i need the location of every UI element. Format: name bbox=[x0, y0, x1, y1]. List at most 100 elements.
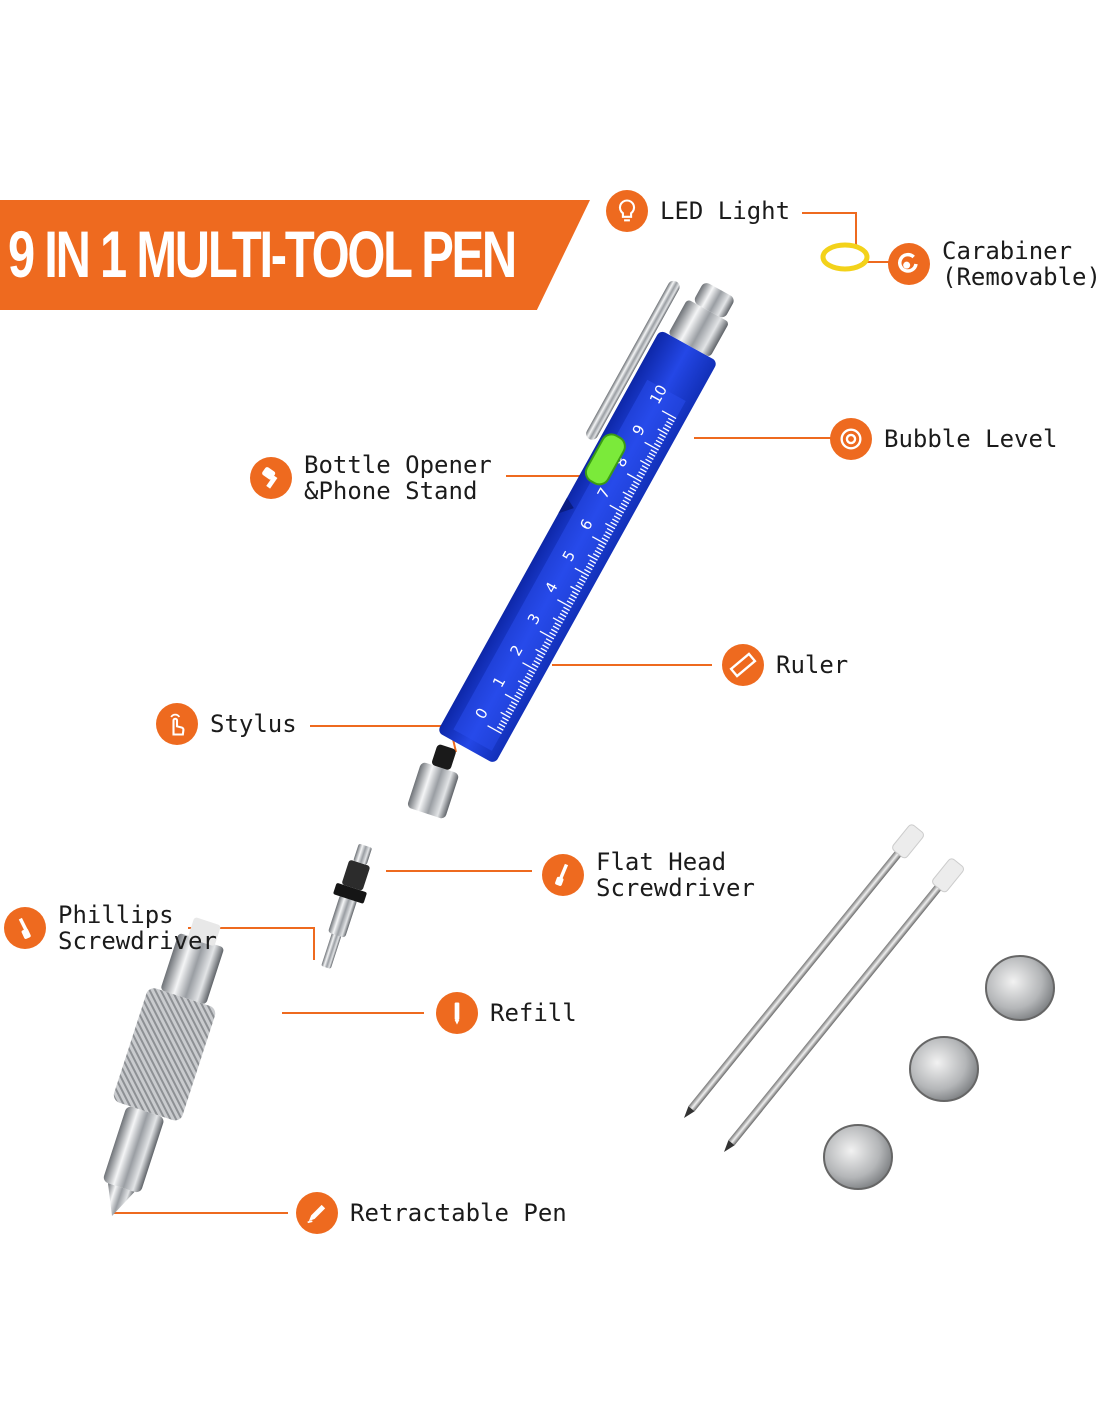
ruler-tick bbox=[504, 693, 520, 703]
refill-icon bbox=[436, 992, 478, 1034]
ruler-tick bbox=[561, 609, 569, 615]
ruler-tick bbox=[575, 584, 583, 590]
ruler-tick bbox=[568, 597, 576, 602]
ruler-tick bbox=[657, 428, 668, 435]
callout-phillips: Phillips Screwdriver bbox=[4, 902, 217, 954]
ruler-tick bbox=[629, 486, 637, 492]
ruler-tick bbox=[574, 567, 590, 577]
carabiner-label-line1: Carabiner bbox=[942, 237, 1073, 265]
ruler-tick bbox=[650, 449, 658, 454]
leader-stylus bbox=[310, 725, 457, 753]
ruler-tick bbox=[502, 716, 509, 722]
callout-retractable-pen: Retractable Pen bbox=[296, 1192, 567, 1234]
ruler-tick bbox=[661, 410, 677, 420]
phillips-label-line1: Phillips bbox=[58, 901, 174, 929]
flat-head-label-line2: Screwdriver bbox=[596, 874, 755, 902]
ruler-tick bbox=[539, 630, 555, 640]
carabiner-ring bbox=[820, 242, 870, 272]
ruler-tick bbox=[496, 726, 504, 731]
ruler-tick bbox=[666, 420, 673, 426]
ruler-tick bbox=[557, 599, 572, 609]
carabiner-label-line2: (Removable) bbox=[942, 263, 1100, 291]
ruler-tick bbox=[591, 536, 607, 546]
ruler-tick bbox=[638, 471, 645, 476]
bottle-opener-icon bbox=[250, 457, 292, 499]
ruler-tick bbox=[641, 464, 649, 470]
ruler-tick bbox=[570, 594, 577, 599]
ruler-tick bbox=[549, 631, 556, 637]
ruler-tick bbox=[509, 704, 516, 709]
ruler-face bbox=[453, 379, 686, 751]
ruler-tick bbox=[577, 581, 584, 586]
ruler-tick bbox=[510, 701, 518, 706]
ruler-tick bbox=[624, 496, 632, 501]
ruler-tick bbox=[612, 518, 619, 524]
ruler-tick bbox=[605, 531, 612, 536]
led-tip bbox=[694, 283, 734, 318]
led-light-label: LED Light bbox=[660, 197, 791, 225]
ruler-tick bbox=[535, 648, 546, 656]
ruler-tick bbox=[516, 691, 523, 697]
callout-ruler: Ruler bbox=[722, 644, 848, 686]
stylus-tip bbox=[407, 744, 459, 819]
leader-phillips bbox=[188, 927, 315, 960]
spare-refills bbox=[684, 824, 964, 1152]
ruler-tick bbox=[587, 562, 595, 568]
stylus-label: Stylus bbox=[210, 710, 297, 738]
callout-refill: Refill bbox=[436, 992, 577, 1034]
ruler-tick bbox=[517, 688, 525, 694]
ruler-tick bbox=[533, 660, 541, 665]
bubble-level-label: Bubble Level bbox=[884, 425, 1058, 453]
ruler-tick bbox=[657, 436, 665, 442]
ruler-tick bbox=[524, 675, 532, 681]
ruler-tick bbox=[606, 527, 614, 533]
ruler-tick bbox=[563, 606, 570, 612]
ruler-tick bbox=[659, 433, 666, 438]
flat-screwdriver-icon bbox=[542, 854, 584, 896]
callout-stylus: Stylus bbox=[156, 703, 297, 745]
pen-icon bbox=[296, 1192, 338, 1234]
ruler-tick bbox=[566, 600, 574, 605]
ruler-tick bbox=[523, 679, 530, 684]
phillips-label-line2: Screwdriver bbox=[58, 927, 217, 955]
retractable-pen-label: Retractable Pen bbox=[350, 1199, 567, 1227]
callout-bottle-opener: Bottle Opener &Phone Stand bbox=[250, 452, 492, 504]
bottle-opener-label-line1: Bottle Opener bbox=[304, 451, 492, 479]
callout-bubble-level: Bubble Level bbox=[830, 418, 1057, 460]
pocket-clip bbox=[586, 280, 680, 440]
ruler-tick bbox=[632, 480, 640, 486]
ruler-ticks bbox=[487, 410, 677, 734]
ruler-tick bbox=[667, 417, 675, 423]
phillips-label: Phillips Screwdriver bbox=[58, 902, 217, 954]
flat-head-label: Flat Head Screwdriver bbox=[596, 849, 755, 901]
ruler-tick bbox=[540, 647, 548, 653]
ruler-tick bbox=[603, 534, 611, 539]
ruler-tick bbox=[535, 657, 542, 662]
ruler-tick bbox=[648, 452, 656, 457]
callout-carabiner: Carabiner (Removable) bbox=[888, 238, 1100, 290]
stylus-touch-icon bbox=[156, 703, 198, 745]
button-batteries bbox=[823, 955, 1055, 1190]
banner-title: 9 IN 1 MULTI-TOOL PEN bbox=[8, 217, 517, 291]
leader-led-light bbox=[802, 212, 857, 246]
ruler-label: Ruler bbox=[776, 651, 849, 679]
flat-head-label-line1: Flat Head bbox=[596, 848, 727, 876]
ruler-tick bbox=[498, 723, 506, 728]
title-banner bbox=[0, 200, 590, 310]
ruler-tick bbox=[601, 537, 609, 542]
bottle-opener-label: Bottle Opener &Phone Stand bbox=[304, 452, 492, 504]
ruler-tick bbox=[619, 505, 626, 511]
ruler-tick bbox=[664, 424, 672, 429]
ruler-tick bbox=[626, 473, 642, 483]
ruler-tick bbox=[662, 427, 670, 432]
ruler-tick bbox=[587, 554, 598, 561]
ruler-tick bbox=[519, 685, 527, 690]
ruler-tick bbox=[526, 672, 534, 678]
ruler-tick bbox=[596, 546, 604, 552]
ruler-tick bbox=[542, 644, 549, 649]
ruler-tick bbox=[653, 442, 661, 448]
ruler-tick bbox=[644, 441, 659, 451]
ruler-tick bbox=[559, 612, 567, 618]
